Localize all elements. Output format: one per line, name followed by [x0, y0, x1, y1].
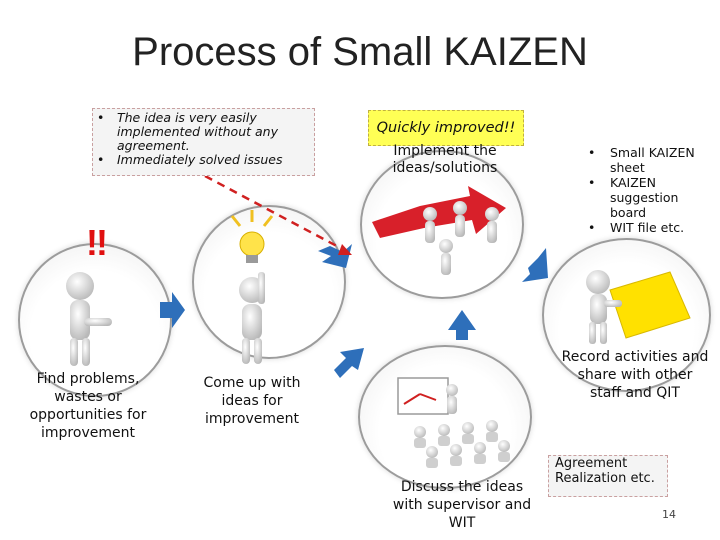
page-title: Process of Small KAIZEN — [132, 30, 588, 74]
idea-bullet: The idea is very easily implemented with… — [93, 111, 314, 153]
step-circle-idea — [192, 205, 346, 359]
step-label-record: Record activities and share with other s… — [561, 349, 709, 401]
record-board-icon — [586, 270, 691, 344]
step-circle-discuss — [358, 345, 532, 489]
idea-note-box: The idea is very easily implemented with… — [92, 108, 315, 176]
page-number: 14 — [662, 508, 676, 521]
step-label-discuss: Discuss the ideas with supervisor and WI… — [392, 479, 532, 531]
step-label-implement: Implement the ideas/solutions — [392, 143, 498, 176]
agreement-box: Agreement Realization etc. — [548, 455, 668, 497]
lightbulb-icon — [230, 210, 274, 263]
person-idea-icon — [239, 272, 265, 364]
step-label-find: Find problems, wastes or opportunities f… — [29, 371, 147, 441]
tools-bullet: KAIZEN suggestion board — [580, 175, 706, 220]
tools-list: Small KAIZEN sheet KAIZEN suggestion boa… — [580, 145, 706, 235]
dashed-connector — [204, 174, 349, 254]
team-arrow-icon — [372, 186, 506, 275]
exclamation-mark: !! — [86, 222, 108, 263]
arrow-icon — [522, 248, 548, 282]
meeting-icon — [397, 377, 510, 468]
idea-bullet: Immediately solved issues — [93, 153, 314, 168]
arrow-icon — [318, 244, 352, 268]
person-pointing-icon — [66, 272, 112, 366]
quick-improved-box: Quickly improved!! — [368, 110, 524, 146]
arrow-icon — [334, 348, 364, 378]
tools-bullet: WIT file etc. — [580, 220, 706, 235]
arrow-icon — [160, 292, 185, 328]
arrow-icon — [448, 310, 476, 340]
tools-bullet: Small KAIZEN sheet — [580, 145, 706, 175]
step-label-idea: Come up with ideas for improvement — [203, 375, 301, 427]
